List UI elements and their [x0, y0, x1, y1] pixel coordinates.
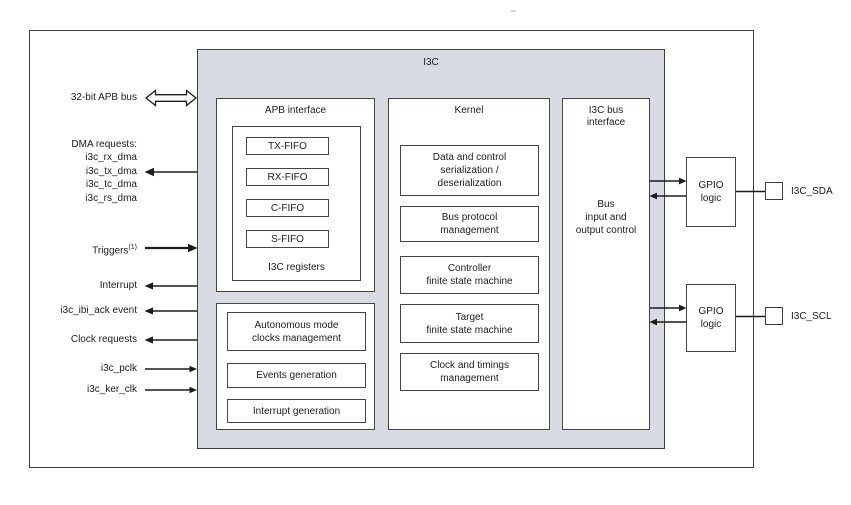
apb-bus-label: 32-bit APB bus — [70, 92, 137, 103]
i3c-registers-label: I3C registers — [268, 262, 325, 273]
tx-fifo-box: TX-FIFO — [246, 137, 329, 155]
ker-clk-label: i3c_ker_clk — [86, 384, 137, 395]
bus-io-control-label: Bus input and output control — [575, 199, 637, 236]
clock-requests-label: Clock requests — [70, 334, 137, 345]
pclk-label: i3c_pclk — [100, 363, 137, 374]
gpio-logic-sda-box: GPIO logic — [686, 157, 736, 227]
i3c-bus-interface-box: I3C bus interface Bus input and output c… — [562, 98, 650, 430]
dma-requests-title: DMA requests: — [71, 139, 137, 150]
sda-pad — [765, 182, 783, 200]
c-fifo-box: C-FIFO — [246, 199, 329, 217]
triggers-label: Triggers(1) — [92, 244, 137, 257]
dma-line-tx: i3c_tx_dma — [85, 165, 137, 177]
kernel-title: Kernel — [454, 105, 484, 116]
dma-requests-group: DMA requests: i3c_rx_dma i3c_tx_dma i3c_… — [17, 138, 137, 205]
bus-protocol-box: Bus protocol management — [400, 206, 539, 242]
i3c-block-title: I3C — [423, 57, 439, 68]
i3c-bus-interface-title: I3C bus interface — [586, 105, 626, 128]
interrupt-generation-box: Interrupt generation — [227, 399, 366, 423]
scl-pad-label: I3C_SCL — [791, 311, 832, 322]
gpio-logic-scl-box: GPIO logic — [686, 284, 736, 352]
dma-line-rx: i3c_rx_dma — [85, 152, 137, 164]
stray-mark — [511, 10, 516, 12]
rx-fifo-box: RX-FIFO — [246, 168, 329, 186]
target-fsm-box: Target finite state machine — [400, 304, 539, 343]
triggers-footnote: (1) — [128, 244, 137, 251]
apb-interface-title: APB interface — [264, 105, 327, 116]
serialization-box: Data and control serialization / deseria… — [400, 145, 539, 196]
dma-line-tc: i3c_tc_dma — [85, 179, 137, 191]
controller-fsm-box: Controller finite state machine — [400, 256, 539, 294]
scl-pad — [765, 307, 783, 325]
s-fifo-box: S-FIFO — [246, 230, 329, 248]
i3c-registers-box: TX-FIFO RX-FIFO C-FIFO S-FIFO I3C regist… — [232, 126, 361, 281]
dma-line-rs: i3c_rs_dma — [85, 192, 137, 204]
autonomous-mode-clocks-box: Autonomous mode clocks management — [227, 312, 366, 351]
events-generation-box: Events generation — [227, 363, 366, 388]
apb-interface-box: APB interface TX-FIFO RX-FIFO C-FIFO S-F… — [216, 98, 375, 292]
clock-timings-box: Clock and timings management — [400, 353, 539, 391]
clocks-events-box: Autonomous mode clocks management Events… — [216, 303, 375, 430]
sda-pad-label: I3C_SDA — [791, 186, 833, 197]
kernel-box: Kernel Data and control serialization / … — [388, 98, 550, 430]
ibi-ack-event-label: i3c_ibi_ack event — [60, 305, 137, 316]
interrupt-label: Interrupt — [99, 280, 137, 291]
